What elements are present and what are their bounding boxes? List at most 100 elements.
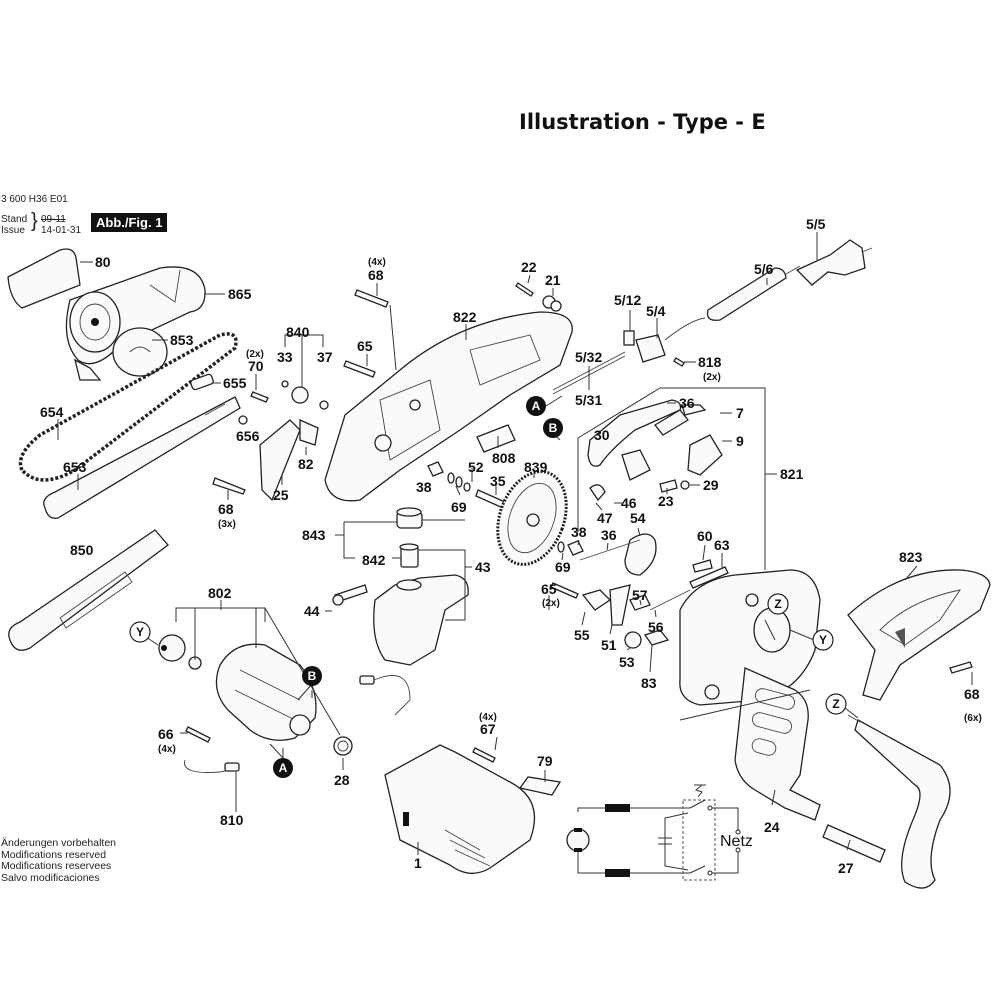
callout-37: 37 (317, 349, 333, 365)
callout-29: 29 (703, 477, 719, 493)
callout-865: 865 (228, 286, 252, 302)
callout-840: 840 (286, 324, 310, 340)
callout-56: 56 (648, 619, 664, 635)
callout-25: 25 (273, 487, 289, 503)
marker-a-top: A (526, 396, 546, 416)
part-840-adjuster (281, 380, 329, 410)
callout-52: 52 (468, 459, 484, 475)
marker-y-right: Y (812, 629, 834, 651)
part-54-lever (579, 533, 657, 576)
callout-68-c-qty: (6x) (964, 713, 982, 724)
callout-1: 1 (414, 855, 422, 871)
callout-656: 656 (236, 428, 260, 444)
callout-802: 802 (208, 585, 232, 601)
part-80-label-plate (7, 248, 81, 309)
callout-54: 54 (630, 510, 646, 526)
part-843-cap (396, 507, 423, 529)
callout-53: 53 (619, 654, 635, 670)
callout-47: 47 (597, 510, 613, 526)
part-60-63-spring (689, 559, 729, 589)
callout-33: 33 (277, 349, 293, 365)
stand-value: 09-11 (41, 214, 66, 225)
callout-27: 27 (838, 860, 854, 876)
callout-65-b-qty: (2x) (542, 598, 560, 609)
callout-67-qty: (4x) (479, 712, 497, 723)
part-802-motor (158, 634, 317, 741)
callout-808: 808 (492, 450, 516, 466)
callout-70-qty: (2x) (246, 349, 264, 360)
callout-labels: 80 865 853 655 654 656 653 68 (3x) 840 3… (40, 216, 982, 876)
callout-79: 79 (537, 753, 553, 769)
part-28-bearing (333, 736, 353, 756)
marker-z-handle-label: Z (832, 697, 839, 711)
notice-fr: Modifications reservees (1, 860, 112, 872)
callout-5-32: 5/32 (575, 349, 602, 365)
callout-80: 80 (95, 254, 111, 270)
part-66-screw (185, 726, 211, 743)
part-number: 3 600 H36 E01 (1, 194, 68, 205)
part-35-shaft (475, 489, 506, 509)
part-25-sprocket (259, 419, 301, 502)
part-654-saw-chain (18, 332, 238, 482)
part-818-screw (673, 357, 685, 367)
figure-badge: Abb./Fig. 1 (91, 213, 168, 232)
part-5-6-cable-sleeve (706, 265, 801, 321)
part-79-label (518, 776, 562, 796)
callout-63: 63 (714, 537, 730, 553)
callout-38-b: 38 (571, 524, 587, 540)
part-822-housing (324, 311, 573, 502)
marker-b-motor: B (302, 666, 322, 686)
callout-44: 44 (304, 603, 320, 619)
callout-5-31: 5/31 (575, 392, 602, 408)
modifications-notice: Änderungen vorbehalten Modifications res… (1, 837, 117, 884)
part-821-switch-assembly (577, 387, 777, 570)
callout-9: 9 (736, 433, 744, 449)
netz-label: Netz (720, 833, 753, 850)
callout-810: 810 (220, 812, 244, 828)
marker-z-housing-label: Z (774, 597, 781, 611)
part-43-oil-tank (373, 574, 469, 666)
part-655-plate (190, 373, 214, 391)
part-21-cap (542, 295, 562, 312)
callout-68-a: 68 (218, 501, 234, 517)
part-65-screw-2x (550, 582, 579, 599)
callout-69-b: 69 (555, 559, 571, 575)
callout-69-a: 69 (451, 499, 467, 515)
callout-36-a: 36 (679, 395, 695, 411)
callout-82: 82 (298, 456, 314, 472)
part-653-guide-bar (43, 396, 241, 519)
part-82-tensioner (299, 418, 319, 446)
callout-65-a: 65 (357, 338, 373, 354)
part-656-screw (238, 415, 248, 425)
part-865-chain-cover (65, 266, 206, 381)
callout-68-c: 68 (964, 686, 980, 702)
callout-653: 653 (63, 459, 87, 475)
marker-y-left-label: Y (136, 625, 144, 639)
callout-843: 843 (302, 527, 326, 543)
callout-67: 67 (480, 721, 496, 737)
illustration-title: Illustration - Type - E (519, 110, 766, 134)
part-1-motor-housing (384, 744, 536, 874)
part-853-disc (112, 327, 168, 377)
callout-46: 46 (621, 495, 637, 511)
part-68-screw-4x (354, 289, 389, 308)
marker-y-right-label: Y (819, 633, 827, 647)
part-5-4-switch-block (635, 317, 706, 363)
part-808-label (476, 424, 516, 453)
callout-30: 30 (594, 427, 610, 443)
callout-55: 55 (574, 627, 590, 643)
brace: } (31, 210, 38, 232)
callout-850: 850 (70, 542, 94, 558)
notice-de: Änderungen vorbehalten (1, 837, 117, 849)
part-850-bar-cover (8, 529, 169, 651)
callout-65-b: 65 (541, 581, 557, 597)
callout-818-qty: (2x) (703, 372, 721, 383)
issue-label: Issue (1, 225, 25, 236)
part-67-screw (472, 747, 496, 763)
callout-821: 821 (780, 466, 804, 482)
callout-36-b: 36 (601, 527, 617, 543)
part-68-screw-3x (212, 477, 246, 495)
part-68-screw-6x (949, 661, 973, 674)
marker-z-housing: Z (767, 593, 789, 615)
